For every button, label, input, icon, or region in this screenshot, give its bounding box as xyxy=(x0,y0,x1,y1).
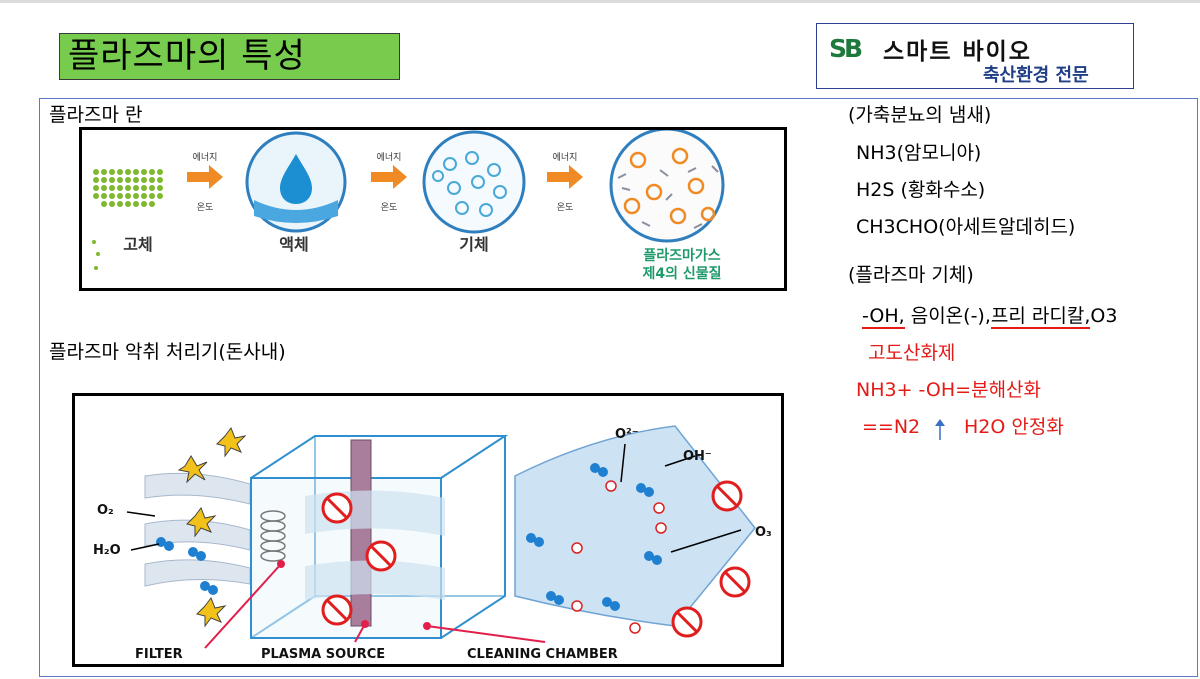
arrow-up-icon xyxy=(935,419,945,440)
h2o-label: H₂O xyxy=(93,543,121,558)
fourth-matter-label: 제4의 신물질 xyxy=(642,265,721,282)
o2-minus-label: O²⁻ xyxy=(615,427,639,442)
section-plasma-definition: 플라즈마 란 xyxy=(49,104,143,126)
temp-label-2: 온도 xyxy=(381,202,398,213)
gas-circle xyxy=(422,130,526,234)
o2-label: O₂ xyxy=(97,503,114,518)
cleaning-chamber-label: CLEANING CHAMBER xyxy=(467,647,618,662)
plasma-source-label: PLASMA SOURCE xyxy=(261,647,385,662)
liquid-label: 액체 xyxy=(279,235,308,254)
energy-label-3: 에너지 xyxy=(553,152,578,163)
plasma-electrode xyxy=(350,439,372,627)
nh3-item: NH3(암모니아) xyxy=(856,142,982,164)
negative-ions xyxy=(571,480,667,634)
energy-label-1: 에너지 xyxy=(193,152,218,163)
filter-coil xyxy=(260,510,286,562)
ozone: O3 xyxy=(1090,305,1118,327)
h2o-product: H2O 안정화 xyxy=(964,416,1064,438)
states-of-matter-figure: 에너지 온도 에너지 온도 에너지 온도 고체 액체 기체 플라즈마가스 제4의… xyxy=(79,127,787,291)
top-border xyxy=(0,0,1200,3)
n2-product: ==N2 xyxy=(862,416,921,438)
section-plasma-deodorizer: 플라즈마 악취 처리기(돈사내) xyxy=(49,341,286,363)
oxidizer-note: 고도산화제 xyxy=(868,342,956,364)
cleaning-chamber xyxy=(514,425,756,627)
plasma-gas-title: (플라즈마 기체) xyxy=(848,264,974,286)
plasma-device-diagram: O₂ H₂O O²⁻ OH⁻ O₃ FILTER PLASMA SOURCE C… xyxy=(72,393,784,667)
logo-mark: SB xyxy=(829,34,863,63)
reaction-formula: NH3+ -OH=분해산화 xyxy=(856,379,1042,401)
banned-bacteria xyxy=(321,480,751,638)
ch3cho-item: CH3CHO(아세트알데히드) xyxy=(856,216,1076,238)
temp-label-1: 온도 xyxy=(197,202,214,213)
oh-radical: -OH, xyxy=(862,305,905,329)
plasma-gas-label: 플라즈마가스 xyxy=(643,248,720,264)
plasma-circle xyxy=(609,130,725,243)
temp-label-3: 온도 xyxy=(557,202,574,213)
plasma-species-line: -OH, 음이온(-),프리 라디칼,O3 xyxy=(862,304,1118,329)
gas-label: 기체 xyxy=(459,235,488,254)
water-molecules xyxy=(156,463,662,611)
oh-label: OH⁻ xyxy=(683,449,712,464)
company-logo: SB 스마트 바이오 축산환경 전문 xyxy=(816,23,1134,89)
energy-label-2: 에너지 xyxy=(377,152,402,163)
page-title: 플라즈마의 특성 xyxy=(59,33,400,80)
air-streams xyxy=(144,472,251,587)
solid-label: 고체 xyxy=(123,235,152,254)
filter-label: FILTER xyxy=(135,647,183,662)
pollutant-particles xyxy=(177,426,247,628)
transition-arrows xyxy=(187,165,583,189)
content-frame xyxy=(39,98,1198,677)
odor-title: (가축분뇨의 냄새) xyxy=(848,104,992,126)
logo-subtitle: 축산환경 전문 xyxy=(983,65,1089,86)
free-radical: 프리 라디칼, xyxy=(990,305,1091,329)
o3-label: O₃ xyxy=(755,525,772,540)
plasma-box xyxy=(250,435,509,639)
h2s-item: H2S (황화수소) xyxy=(856,179,986,201)
anion: 음이온(-), xyxy=(904,305,991,327)
solid-dots xyxy=(92,169,163,270)
logo-name: 스마트 바이오 xyxy=(883,39,1032,65)
